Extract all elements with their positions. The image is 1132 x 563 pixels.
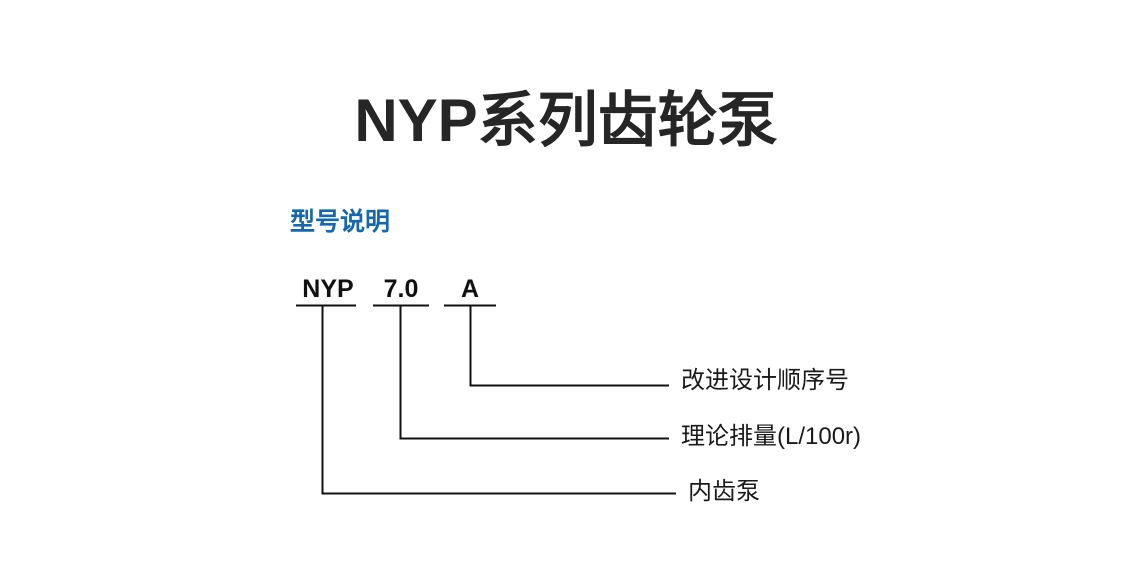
leader-line-revision <box>469 306 669 387</box>
model-code-token-prefix: NYP <box>302 275 354 303</box>
model-code-token-revision: A <box>460 275 480 303</box>
leader-line-type <box>321 306 676 495</box>
callout-label-type: 内齿泵 <box>688 478 760 505</box>
page-title: NYP系列齿轮泵 <box>354 87 778 154</box>
section-heading-model-designation: 型号说明 <box>290 208 391 236</box>
leader-line-displacement <box>399 306 669 440</box>
callout-label-displacement: 理论排量(L/100r) <box>681 423 862 450</box>
callout-label-revision: 改进设计顺序号 <box>681 367 849 394</box>
model-code-token-displacement: 7.0 <box>383 275 419 303</box>
